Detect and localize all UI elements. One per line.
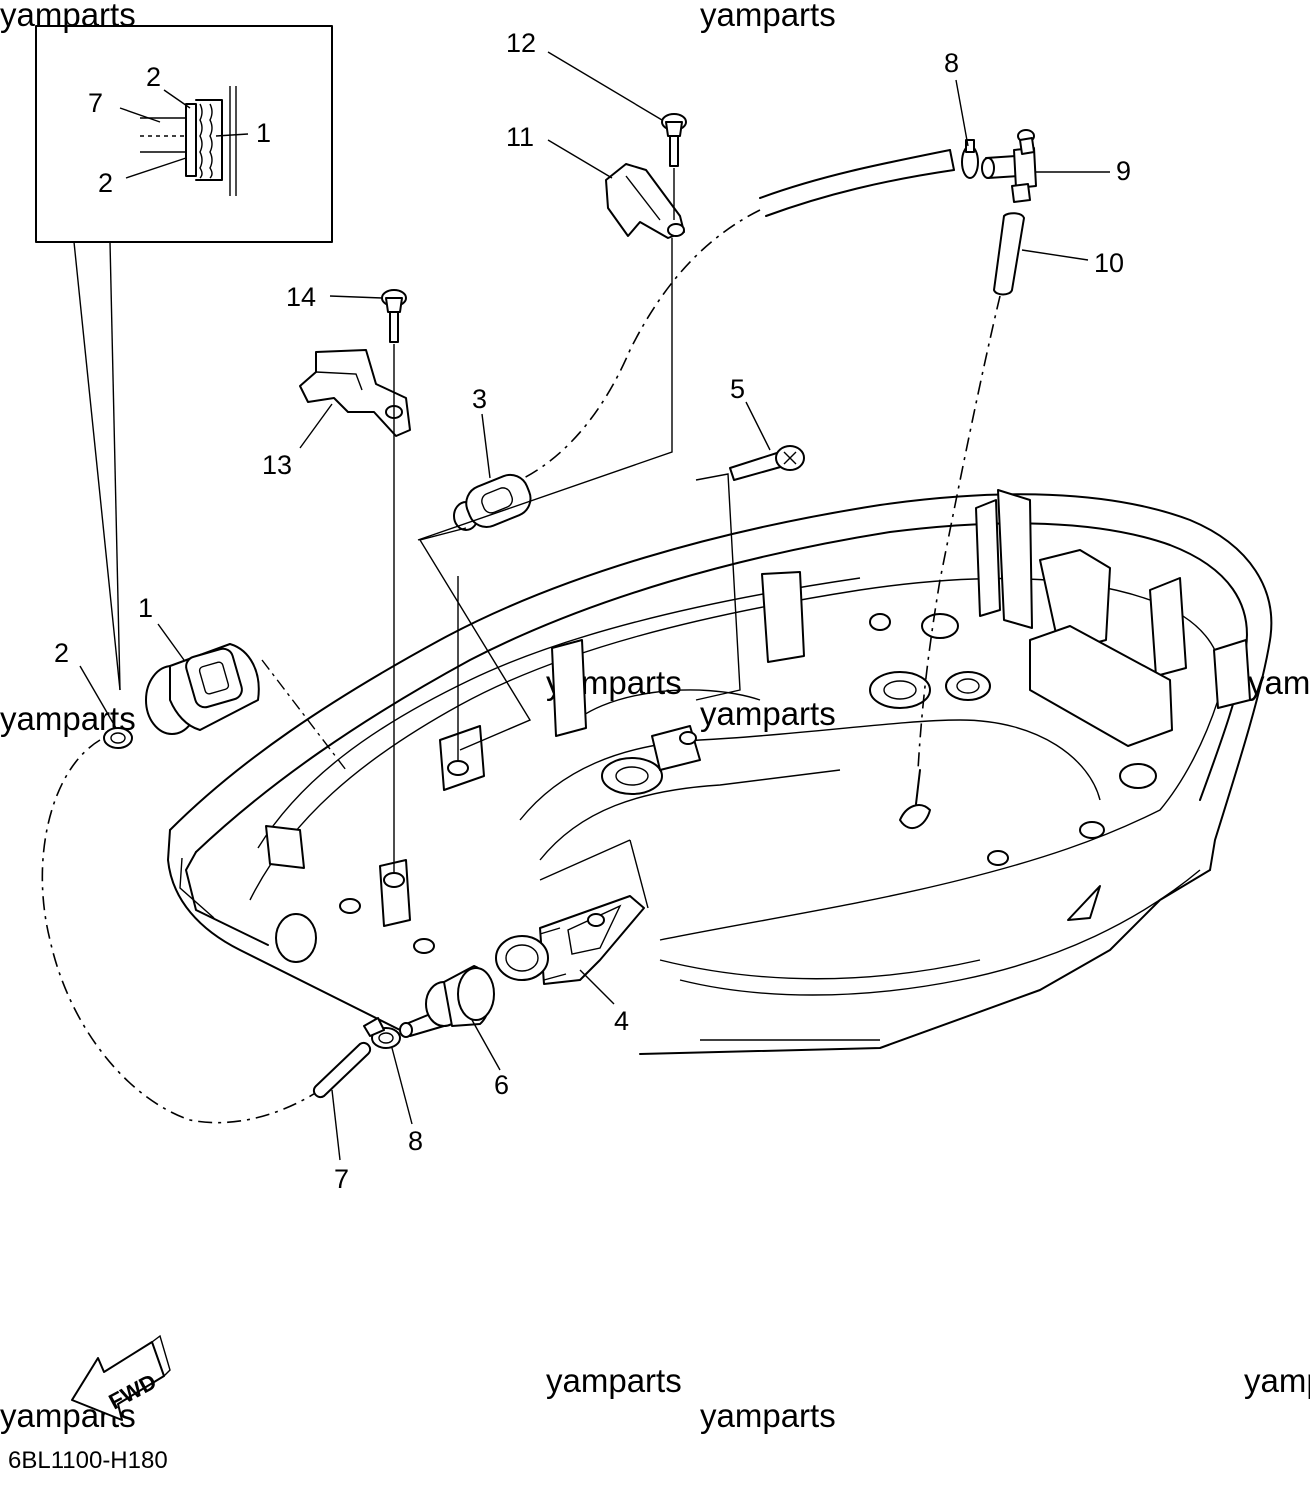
callout-4: 4 — [614, 1006, 629, 1036]
leader-line — [329, 295, 383, 299]
inset-callout-2: 2 — [146, 62, 161, 92]
bolt-part-12 — [661, 113, 687, 220]
callout-6: 6 — [494, 1070, 509, 1100]
leader-line — [471, 1019, 501, 1071]
inset-callout-1: 1 — [256, 118, 271, 148]
bracket-part-4 — [495, 839, 649, 985]
leader-line — [481, 413, 491, 479]
watermark-layer: yamparts yamparts yamparts yamparts yamp… — [0, 0, 1310, 1434]
inset-leader — [109, 241, 121, 691]
callout-5: 5 — [730, 374, 745, 404]
leader-line — [391, 1047, 413, 1125]
watermark: yamparts — [546, 1362, 682, 1399]
watermark: yamparts — [700, 695, 836, 732]
callout-11: 11 — [506, 122, 534, 152]
callout-7: 7 — [334, 1164, 349, 1194]
leader-line — [955, 79, 969, 147]
grommet-part-1 — [145, 643, 347, 771]
leader-line — [157, 623, 185, 661]
watermark: yamparts — [1244, 1362, 1310, 1399]
bracket-part-11 — [417, 163, 685, 541]
bolt-part-14 — [381, 289, 407, 888]
callout-9: 9 — [1116, 156, 1131, 186]
hose-part-10 — [917, 212, 1025, 771]
inset-callout-2: 2 — [98, 168, 113, 198]
callout-8: 8 — [408, 1126, 423, 1156]
fitting-part-6 — [399, 965, 495, 1038]
hose-top — [519, 149, 955, 481]
bottom-cowling — [167, 489, 1273, 1055]
leader-line — [79, 665, 117, 729]
callout-2: 2 — [54, 638, 69, 668]
leader-line — [745, 401, 771, 451]
leader-line — [331, 1089, 341, 1161]
leader-line — [1021, 249, 1089, 261]
clip-part-2 — [103, 727, 133, 749]
bracket-part-13 — [299, 349, 411, 437]
callout-13: 13 — [262, 450, 292, 480]
callout-14: 14 — [286, 282, 316, 312]
inset-leader — [73, 241, 121, 691]
leader-line — [125, 157, 187, 179]
diagram-code: 6BL1100-H180 — [8, 1447, 168, 1474]
clip-part-8 — [363, 139, 979, 1049]
hose-7 — [41, 739, 372, 1124]
leader-line — [579, 969, 615, 1005]
leader-line — [163, 89, 191, 109]
screw-part-5 — [695, 445, 805, 701]
callout-1: 1 — [138, 593, 153, 623]
callout-labels: 1 2 3 4 5 6 7 8 8 9 10 11 12 13 14 — [54, 28, 1131, 1194]
leader-line — [119, 107, 161, 123]
inset-frame — [35, 25, 333, 243]
leader-line — [547, 139, 613, 179]
watermark: yamparts — [700, 1397, 836, 1434]
callout-12: 12 — [506, 28, 536, 58]
watermark: yamparts — [0, 0, 136, 33]
callout-10: 10 — [1094, 248, 1124, 278]
leader-line — [547, 51, 663, 121]
watermark: yamparts — [700, 0, 836, 33]
leader-line — [215, 133, 249, 137]
grommet-part-3 — [418, 473, 532, 776]
callout-3: 3 — [472, 384, 487, 414]
leader-line — [299, 403, 333, 449]
inset-callout-7: 7 — [88, 88, 103, 118]
callout-leaders — [79, 51, 1110, 1161]
grommet-section-drawing — [140, 86, 237, 196]
joint-part-9 — [981, 129, 1080, 203]
inset-detail: 2 7 1 2 — [35, 25, 333, 691]
callout-8: 8 — [944, 48, 959, 78]
